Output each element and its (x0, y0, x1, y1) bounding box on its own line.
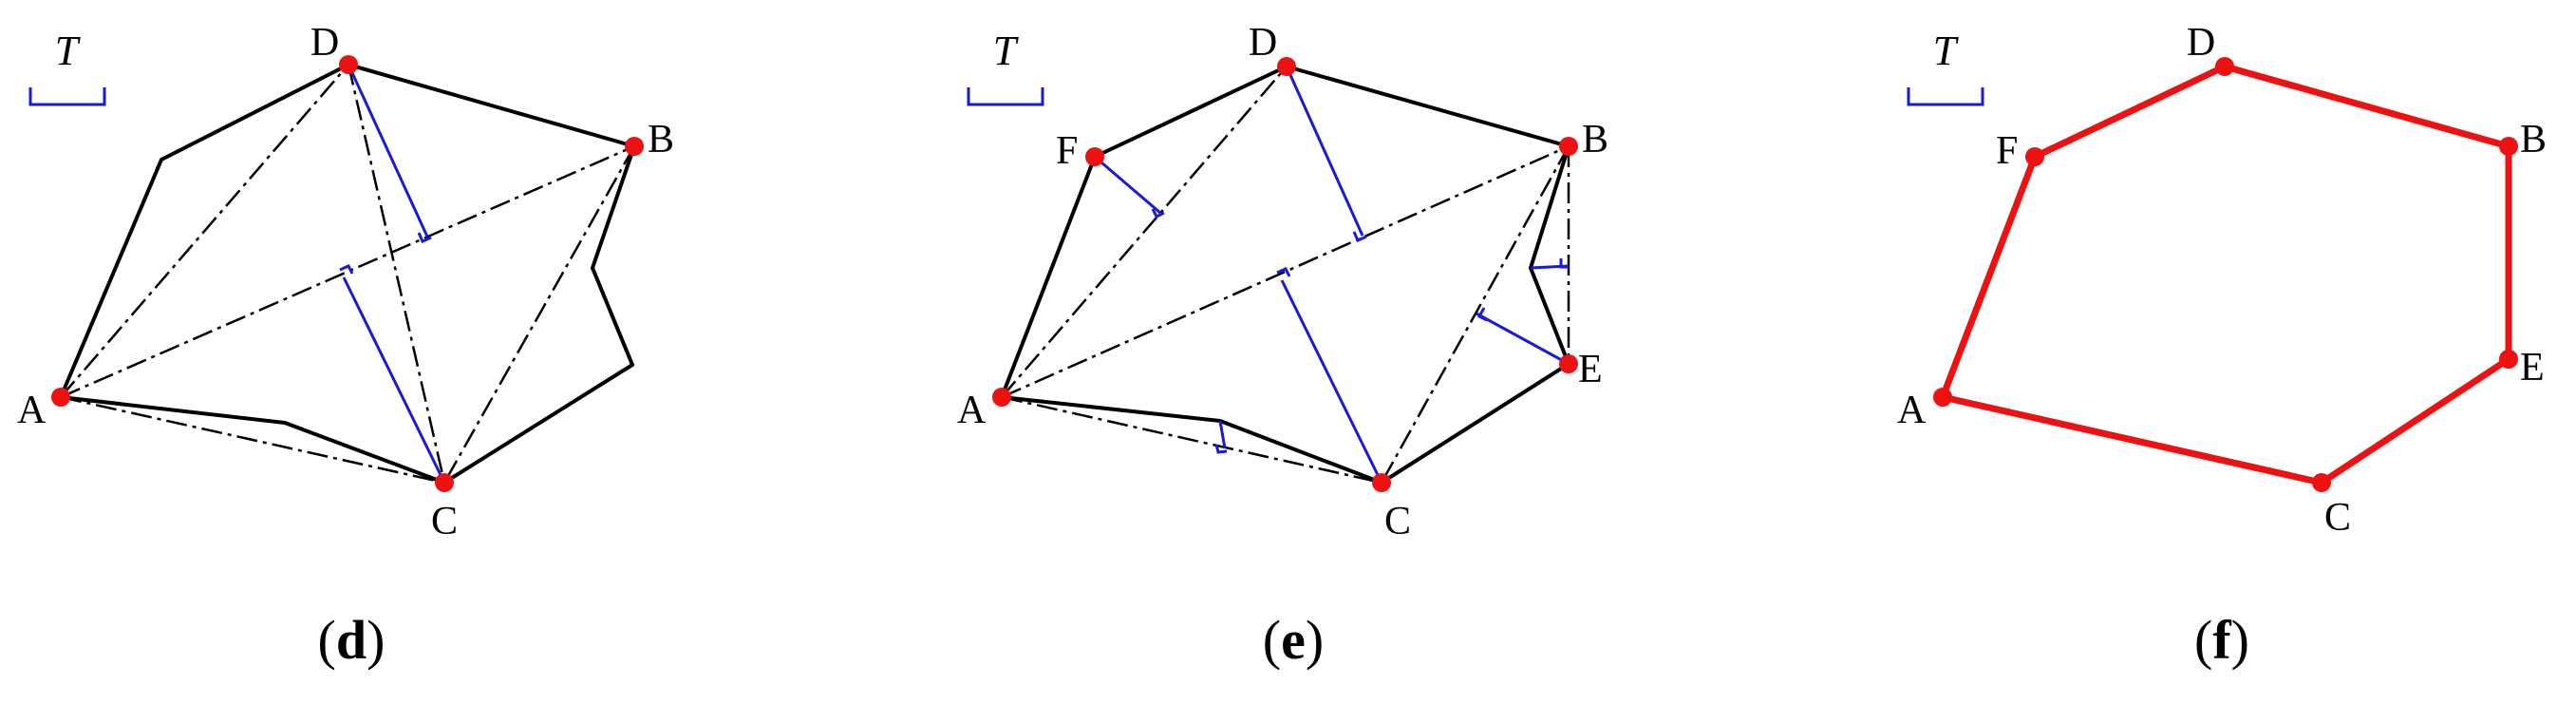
scale-bar-d: T (28, 28, 106, 106)
vertex-labels-f: A B C D E F (1897, 21, 2547, 540)
vertex-c-f (2312, 473, 2331, 492)
label-b-f: B (2520, 118, 2547, 162)
label-d-f: D (2187, 21, 2215, 65)
label-c-d: C (431, 500, 458, 543)
vertex-b-e (1559, 137, 1578, 156)
vertex-c-e (1372, 473, 1391, 492)
original-outline-e (1000, 65, 1570, 485)
simplified-polygon-f (1939, 63, 2512, 486)
panel-d: T A B C D (17, 21, 674, 543)
vertex-b-d (625, 137, 644, 156)
caption-letter-e: e (1281, 609, 1306, 671)
vertex-e-f (2499, 350, 2518, 369)
label-d-d: D (310, 21, 339, 65)
vertex-a-e (992, 388, 1011, 407)
label-d-e: D (1249, 21, 1277, 65)
caption-e: (e) (1262, 609, 1325, 671)
scale-bar-e: T (967, 28, 1044, 106)
perpendiculars-d (339, 64, 446, 484)
caption-d: (d) (317, 609, 385, 671)
label-f-e: F (1056, 129, 1078, 173)
label-a-e: A (957, 389, 987, 432)
label-b-d: B (648, 118, 674, 162)
vertex-labels-e: A B C D E F (957, 21, 1608, 543)
vertex-d-d (339, 55, 358, 74)
vertices-d (51, 55, 644, 492)
vertices-f (1933, 57, 2518, 492)
original-outline-d (59, 63, 636, 485)
label-e-f: E (2520, 346, 2545, 390)
caption-letter-f: f (2212, 609, 2231, 671)
vertex-a-d (51, 388, 70, 407)
label-a-f: A (1897, 389, 1927, 432)
chord-lines-e (1001, 66, 1570, 485)
vertex-e-e (1559, 354, 1578, 373)
vertex-c-d (435, 473, 454, 492)
panel-e: T (957, 21, 1608, 543)
scale-label-f: T (1933, 28, 1960, 74)
vertex-f-f (2025, 147, 2044, 166)
scale-label-e: T (993, 28, 1020, 74)
vertex-d-e (1277, 57, 1296, 76)
vertex-a-f (1933, 388, 1952, 407)
vertex-b-f (2499, 137, 2518, 156)
perpendiculars-e (1094, 66, 1570, 484)
label-e-e: E (1578, 348, 1603, 391)
label-a-d: A (17, 389, 47, 432)
vertex-labels-d: A B C D (17, 21, 674, 543)
vertices-e (992, 57, 1578, 492)
label-c-f: C (2324, 496, 2351, 540)
chord-lines-d (60, 64, 636, 485)
vertex-f-e (1085, 147, 1104, 166)
caption-f: (f) (2194, 609, 2249, 671)
label-c-e: C (1384, 500, 1411, 543)
panel-f: T A B C D E F (1897, 21, 2547, 540)
caption-letter-d: d (335, 609, 367, 671)
vertex-d-f (2215, 57, 2234, 76)
scale-label-d: T (55, 28, 82, 74)
label-f-f: F (1996, 129, 2018, 173)
label-b-e: B (1582, 118, 1608, 162)
scale-bar-f: T (1907, 28, 1984, 106)
